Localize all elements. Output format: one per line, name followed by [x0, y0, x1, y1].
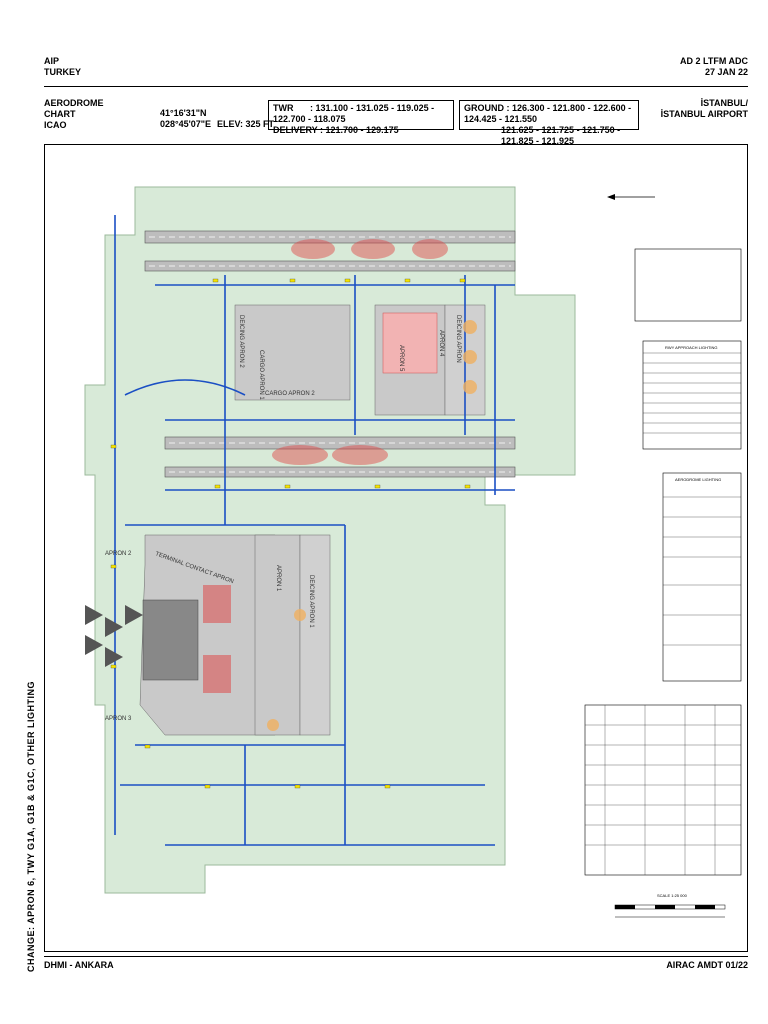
caution-notes-box [634, 248, 742, 322]
header-right: AD 2 LTFM ADC 27 JAN 22 [680, 56, 748, 78]
cargo-apron [234, 304, 351, 401]
label-apron-4: APRON 4 [438, 330, 444, 357]
label-apron-5: APRON 5 [398, 345, 404, 372]
aerodrome-lighting-table [662, 472, 742, 682]
label-cargo-apron-2: CARGO APRON 2 [265, 391, 315, 397]
aerodrome-lighting-title: AERODROME LIGHTING [675, 477, 721, 482]
delivery-label: DELIVERY [273, 125, 318, 135]
longitude: 028°45'07"E [160, 119, 212, 129]
title-chart: CHART [44, 109, 76, 119]
footer-left: DHMI - ANKARA [44, 960, 114, 970]
location: İSTANBUL/ İSTANBUL AIRPORT [661, 98, 748, 120]
title-aerodrome: AERODROME [44, 98, 104, 108]
label-deicing-apron-2: DEICING APRON 2 [238, 315, 244, 368]
hotspot [412, 239, 448, 259]
twr-freqs: : 131.100 - 131.025 - 119.025 - 122.700 … [273, 103, 435, 124]
header-country: TURKEY [44, 67, 82, 77]
north-arrow-icon [607, 194, 655, 200]
ground-freqs-1: : 126.300 - 121.800 - 122.600 - 124.425 … [464, 103, 632, 124]
header-aip: AIP [44, 56, 60, 66]
label-apron-3: APRON 3 [105, 716, 132, 722]
label-apron-1: APRON 1 [275, 565, 281, 592]
hotspot [332, 445, 388, 465]
twr-box: TWR : 131.100 - 131.025 - 119.025 - 122.… [268, 100, 454, 135]
latitude: 41°16'31"N [160, 108, 207, 118]
hatched-area [382, 312, 438, 374]
ground-label: GROUND [464, 103, 504, 113]
title-icao: ICAO [44, 120, 67, 130]
footer-rule [44, 956, 748, 957]
runway-data-table [584, 704, 742, 876]
header-chart-id: AD 2 LTFM ADC [680, 56, 748, 66]
hotspot [291, 239, 335, 259]
change-note: CHANGE: APRON 6, TWY G1A, G1B & G1C, OTH… [26, 680, 36, 972]
twr-label: TWR [273, 103, 294, 113]
label-deicing-apron-1: DEICING APRON 1 [308, 575, 314, 628]
apron-1 [254, 534, 301, 736]
label-deicing-apron: DEICING APRON [455, 315, 461, 363]
hotspot [351, 239, 395, 259]
info-tables [584, 248, 742, 876]
scale-bar: SCALE 1:25 000 [614, 893, 726, 918]
chart-drawing: CARGO APRON 1 CARGO APRON 2 DEICING APRO… [84, 186, 742, 918]
ground-freqs-2: 121.625 - 121.725 - 121.750 - 121.825 - … [501, 125, 621, 146]
approach-lighting-title: RWY APPROACH LIGHTING [665, 345, 718, 350]
delivery-freqs: : 121.700 - 129.175 [320, 125, 399, 135]
footer-right: AIRAC AMDT 01/22 [666, 960, 748, 970]
label-apron-2: APRON 2 [105, 551, 132, 557]
header-date: 27 JAN 22 [704, 67, 748, 77]
hotspot [272, 445, 328, 465]
terminal-building [142, 599, 199, 681]
label-cargo-apron-1: CARGO APRON 1 [258, 350, 264, 400]
pier-south [203, 655, 231, 693]
pier-north [203, 585, 231, 623]
header-rule [44, 86, 748, 87]
airport-name: İSTANBUL AIRPORT [660, 109, 748, 119]
scale-label: SCALE 1:25 000 [657, 893, 688, 898]
deicing-pads [267, 320, 477, 731]
deicing-apron-1 [299, 534, 331, 736]
chart-title: AERODROME CHART ICAO [44, 98, 104, 131]
approach-lighting-table [642, 340, 742, 450]
ground-box: GROUND : 126.300 - 121.800 - 122.600 - 1… [459, 100, 639, 146]
aerodrome-chart: CARGO APRON 1 CARGO APRON 2 DEICING APRO… [44, 144, 748, 952]
table-grid [585, 352, 741, 875]
header-left: AIP TURKEY [44, 56, 81, 78]
elevation: ELEV: 325 FT [217, 119, 275, 129]
taxiway-network [114, 215, 515, 846]
airport-logo [85, 605, 143, 667]
holding-markers [110, 278, 471, 789]
city: İSTANBUL/ [700, 98, 748, 108]
coordinates: 41°16'31"N 028°45'07"E [160, 108, 211, 130]
